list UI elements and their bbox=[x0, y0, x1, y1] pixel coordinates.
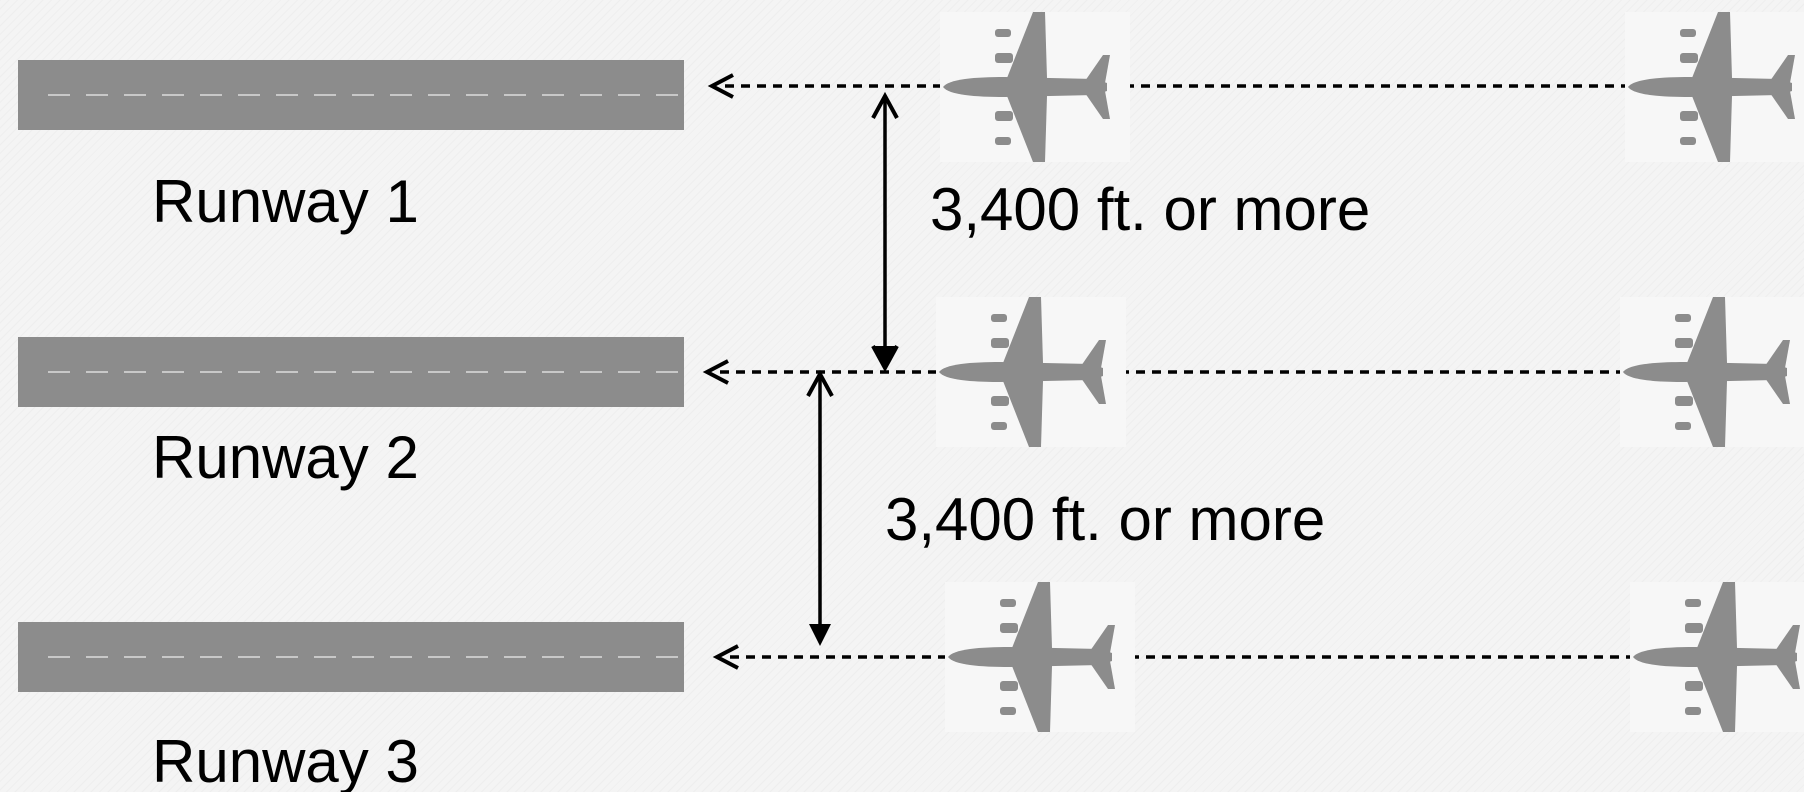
separation-arrow-2-head-top bbox=[806, 369, 834, 397]
runway-3-label: Runway 3 bbox=[152, 728, 419, 792]
runway-1 bbox=[18, 60, 684, 130]
approach-path-2-arrowhead bbox=[702, 359, 729, 385]
runway-2-label: Runway 2 bbox=[152, 424, 419, 491]
runway-3 bbox=[18, 622, 684, 692]
separation-arrow-1-head-bottom bbox=[871, 345, 899, 373]
separation-arrow-1-head-top bbox=[871, 91, 899, 119]
approach-path-1-arrowhead bbox=[707, 73, 734, 99]
separation-arrow-1-head-bottom-fill bbox=[875, 346, 895, 366]
runway-1-label: Runway 1 bbox=[152, 168, 419, 235]
separation-label-1: 3,400 ft. or more bbox=[930, 176, 1370, 243]
separation-arrow-2-head-bottom bbox=[809, 624, 831, 646]
runway-2 bbox=[18, 337, 684, 407]
separation-label-2: 3,400 ft. or more bbox=[885, 486, 1325, 553]
approach-path-3-arrowhead bbox=[712, 644, 739, 670]
